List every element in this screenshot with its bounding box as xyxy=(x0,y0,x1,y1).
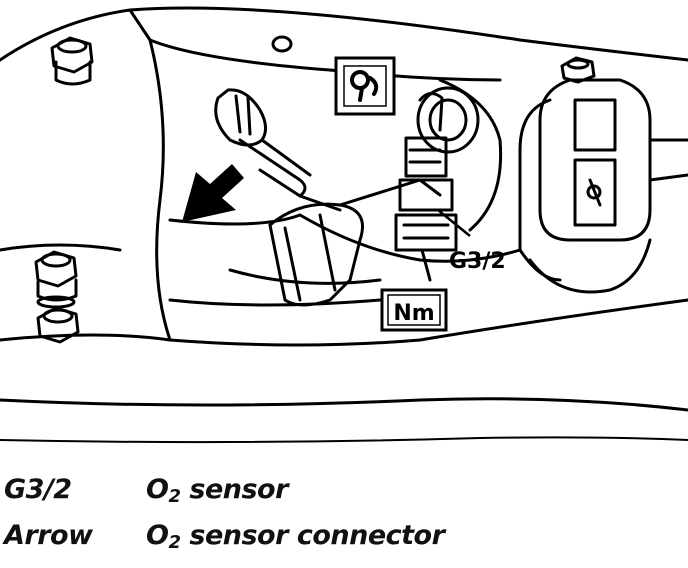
sensor-callout-label: G3/2 xyxy=(449,249,506,274)
torque-label: Nm xyxy=(393,301,434,326)
o2-sensor xyxy=(394,92,458,282)
sensor-connector xyxy=(214,88,342,212)
bolt-top-left xyxy=(50,36,94,86)
body-panel xyxy=(0,6,688,444)
engine-illustration: G3/2 Nm xyxy=(0,6,688,444)
legend-row-sensor: G3/2 O2 sensor xyxy=(0,474,688,514)
bolt-mid-left xyxy=(34,250,78,309)
legend-row-connector: Arrow O2 sensor connector xyxy=(0,520,688,560)
legend-description: O2 sensor connector xyxy=(146,520,445,553)
tool-symbol-box xyxy=(334,56,396,116)
bolt-top-right xyxy=(560,56,596,84)
engine-mount xyxy=(518,78,688,294)
grommet xyxy=(416,86,480,154)
legend-code: Arrow xyxy=(4,520,93,551)
bolt-small-top xyxy=(271,35,293,53)
torque-box: Nm xyxy=(380,288,448,332)
arrow-icon xyxy=(182,164,244,222)
legend-code: G3/2 xyxy=(4,474,72,505)
sensor-callout-line xyxy=(437,209,471,237)
legend-description: O2 sensor xyxy=(146,474,288,507)
bolt-lower-left xyxy=(36,306,80,344)
wrench-icon xyxy=(350,70,379,102)
